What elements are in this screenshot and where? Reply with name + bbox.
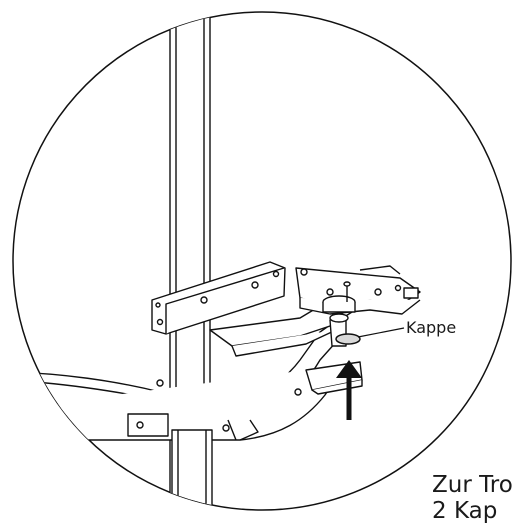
cap bbox=[335, 333, 361, 345]
detail-circle bbox=[12, 11, 512, 511]
caption-line-1: Zur Tro bbox=[432, 472, 513, 498]
base-frame bbox=[13, 317, 346, 441]
cap-label: Kappe bbox=[406, 318, 456, 337]
caption: Zur Tro 2 Kap bbox=[432, 472, 513, 524]
caption-line-2: 2 Kap bbox=[432, 498, 498, 524]
up-arrow bbox=[336, 360, 362, 420]
lower-column bbox=[171, 429, 213, 510]
knob bbox=[322, 281, 356, 347]
callout-leader bbox=[357, 327, 405, 338]
front-plate bbox=[151, 261, 286, 335]
